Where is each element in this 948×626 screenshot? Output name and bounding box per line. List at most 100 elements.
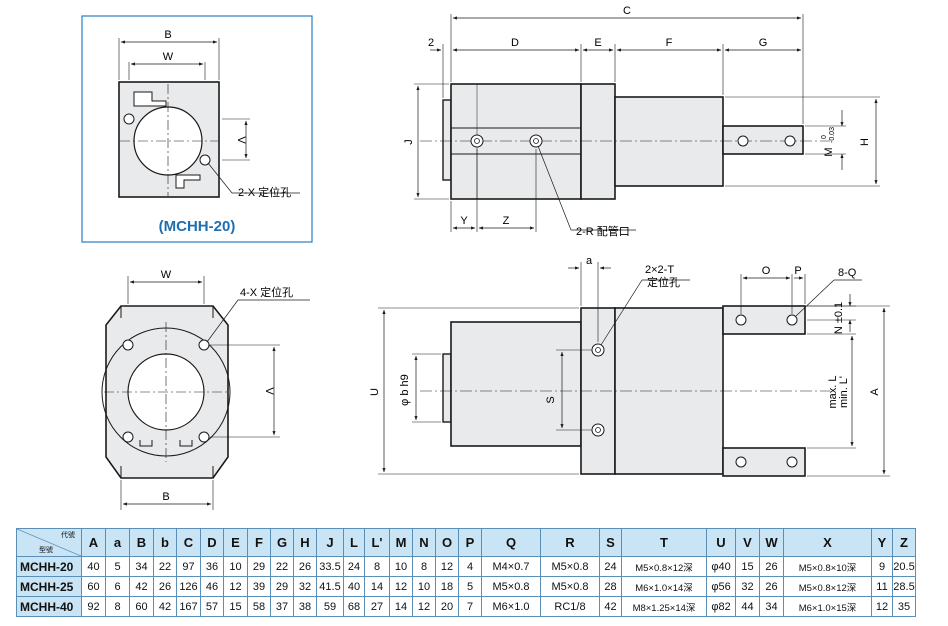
dim-U: U <box>369 388 381 396</box>
flange <box>580 83 616 200</box>
dim-E: E <box>594 37 601 49</box>
table-cell: 58 <box>247 596 271 617</box>
column-header: L <box>343 528 365 557</box>
table-cell: 26 <box>293 556 317 577</box>
table-cell: 12 <box>223 576 248 597</box>
table-cell: 39 <box>247 576 271 597</box>
dim-S: S <box>545 396 557 403</box>
column-header: Z <box>892 528 916 557</box>
column-header: N <box>412 528 436 557</box>
dim-Y: Y <box>460 215 468 227</box>
dim-N: N ±0.1 <box>833 302 845 334</box>
table-cell: M6×1.0×14深 <box>621 576 707 597</box>
column-header: Q <box>481 528 541 557</box>
table-cell: 92 <box>81 596 106 617</box>
table-cell: 60 <box>81 576 106 597</box>
table-cell: M4×0.7 <box>481 556 541 577</box>
locating-hole <box>198 431 210 443</box>
table-cell: 15 <box>735 556 760 577</box>
dim-2: 2 <box>428 37 434 49</box>
dim-M-tol: -0.03 <box>829 127 836 143</box>
table-cell: 4 <box>458 556 482 577</box>
table-cell: 32 <box>735 576 760 597</box>
table-cell: 15 <box>223 596 248 617</box>
dim-F: F <box>666 37 673 49</box>
table-cell: 42 <box>153 596 177 617</box>
dim-A: A <box>869 388 881 396</box>
dim-O: O <box>762 265 771 277</box>
jaw-housing <box>614 96 724 187</box>
table-cell: 26 <box>759 576 784 597</box>
note-T1: 2×2-T <box>645 264 674 276</box>
model-cell: MCHH-20 <box>16 556 82 577</box>
dim-H: H <box>859 138 871 146</box>
table-cell: 40 <box>81 556 106 577</box>
column-header: H <box>293 528 317 557</box>
dim-D: D <box>511 37 519 49</box>
column-header: S <box>599 528 622 557</box>
corner-code-label: 代號 <box>61 532 75 539</box>
dim-G: G <box>759 37 768 49</box>
table-cell: 5 <box>458 576 482 597</box>
column-header: b <box>153 528 177 557</box>
table-cell: φ82 <box>706 596 736 617</box>
dim-V-bot: V <box>263 387 275 395</box>
dim-L-max: max. L <box>827 375 839 408</box>
table-cell: 12 <box>871 596 893 617</box>
table-cell: RC1/8 <box>540 596 600 617</box>
table-cell: 33.5 <box>316 556 344 577</box>
model-cell: MCHH-25 <box>16 576 82 597</box>
column-header: M <box>389 528 413 557</box>
dim-M-tol0: 0 <box>821 135 828 139</box>
table-cell: 59 <box>316 596 344 617</box>
table-cell: 42 <box>599 596 622 617</box>
column-header: F <box>247 528 271 557</box>
table-cell: 9 <box>871 556 893 577</box>
table-cell: M5×0.8×12深 <box>621 556 707 577</box>
column-header: O <box>435 528 459 557</box>
table-cell: 5 <box>105 556 130 577</box>
table-cell: 24 <box>343 556 365 577</box>
table-cell: 37 <box>270 596 294 617</box>
column-header: J <box>316 528 344 557</box>
table-cell: 27 <box>364 596 390 617</box>
table-cell: 167 <box>176 596 201 617</box>
note-2X: 2-X 定位孔 <box>238 185 291 199</box>
table-cell: 26 <box>153 576 177 597</box>
table-cell: 22 <box>270 556 294 577</box>
column-header: G <box>270 528 294 557</box>
table-cell: 36 <box>200 556 224 577</box>
table-cell: 18 <box>435 576 459 597</box>
column-header: A <box>81 528 106 557</box>
table-cell: M5×0.8×12深 <box>783 576 872 597</box>
table-cell: 38 <box>293 596 317 617</box>
table-cell: 34 <box>759 596 784 617</box>
dim-V-top: V <box>235 136 247 144</box>
table-cell: 35 <box>892 596 916 617</box>
table-cell: 8 <box>412 556 436 577</box>
side-view: C 2 D E F G J H M 0 -0.03 <box>403 5 880 238</box>
column-header: D <box>200 528 224 557</box>
locating-hole <box>123 113 135 125</box>
dim-a: a <box>586 255 593 267</box>
table-cell: 29 <box>270 576 294 597</box>
dim-P: P <box>794 265 801 277</box>
column-header: P <box>458 528 482 557</box>
end-view-top: B W V 2-X 定位孔 (MCHH-20) <box>81 15 313 243</box>
table-cell: 14 <box>364 576 390 597</box>
table-cell: M5×0.8 <box>540 576 600 597</box>
column-header: X <box>783 528 872 557</box>
table-cell: 68 <box>343 596 365 617</box>
model-cell: MCHH-40 <box>16 596 82 617</box>
table-corner-cell: 代號 型號 <box>16 528 82 557</box>
dim-J: J <box>403 139 415 145</box>
dim-W-bot: W <box>161 269 172 281</box>
table-cell: 34 <box>129 556 154 577</box>
table-cell: 14 <box>389 596 413 617</box>
note-4X: 4-X 定位孔 <box>240 285 293 299</box>
locating-hole <box>198 339 210 351</box>
table-cell: 6 <box>105 576 130 597</box>
